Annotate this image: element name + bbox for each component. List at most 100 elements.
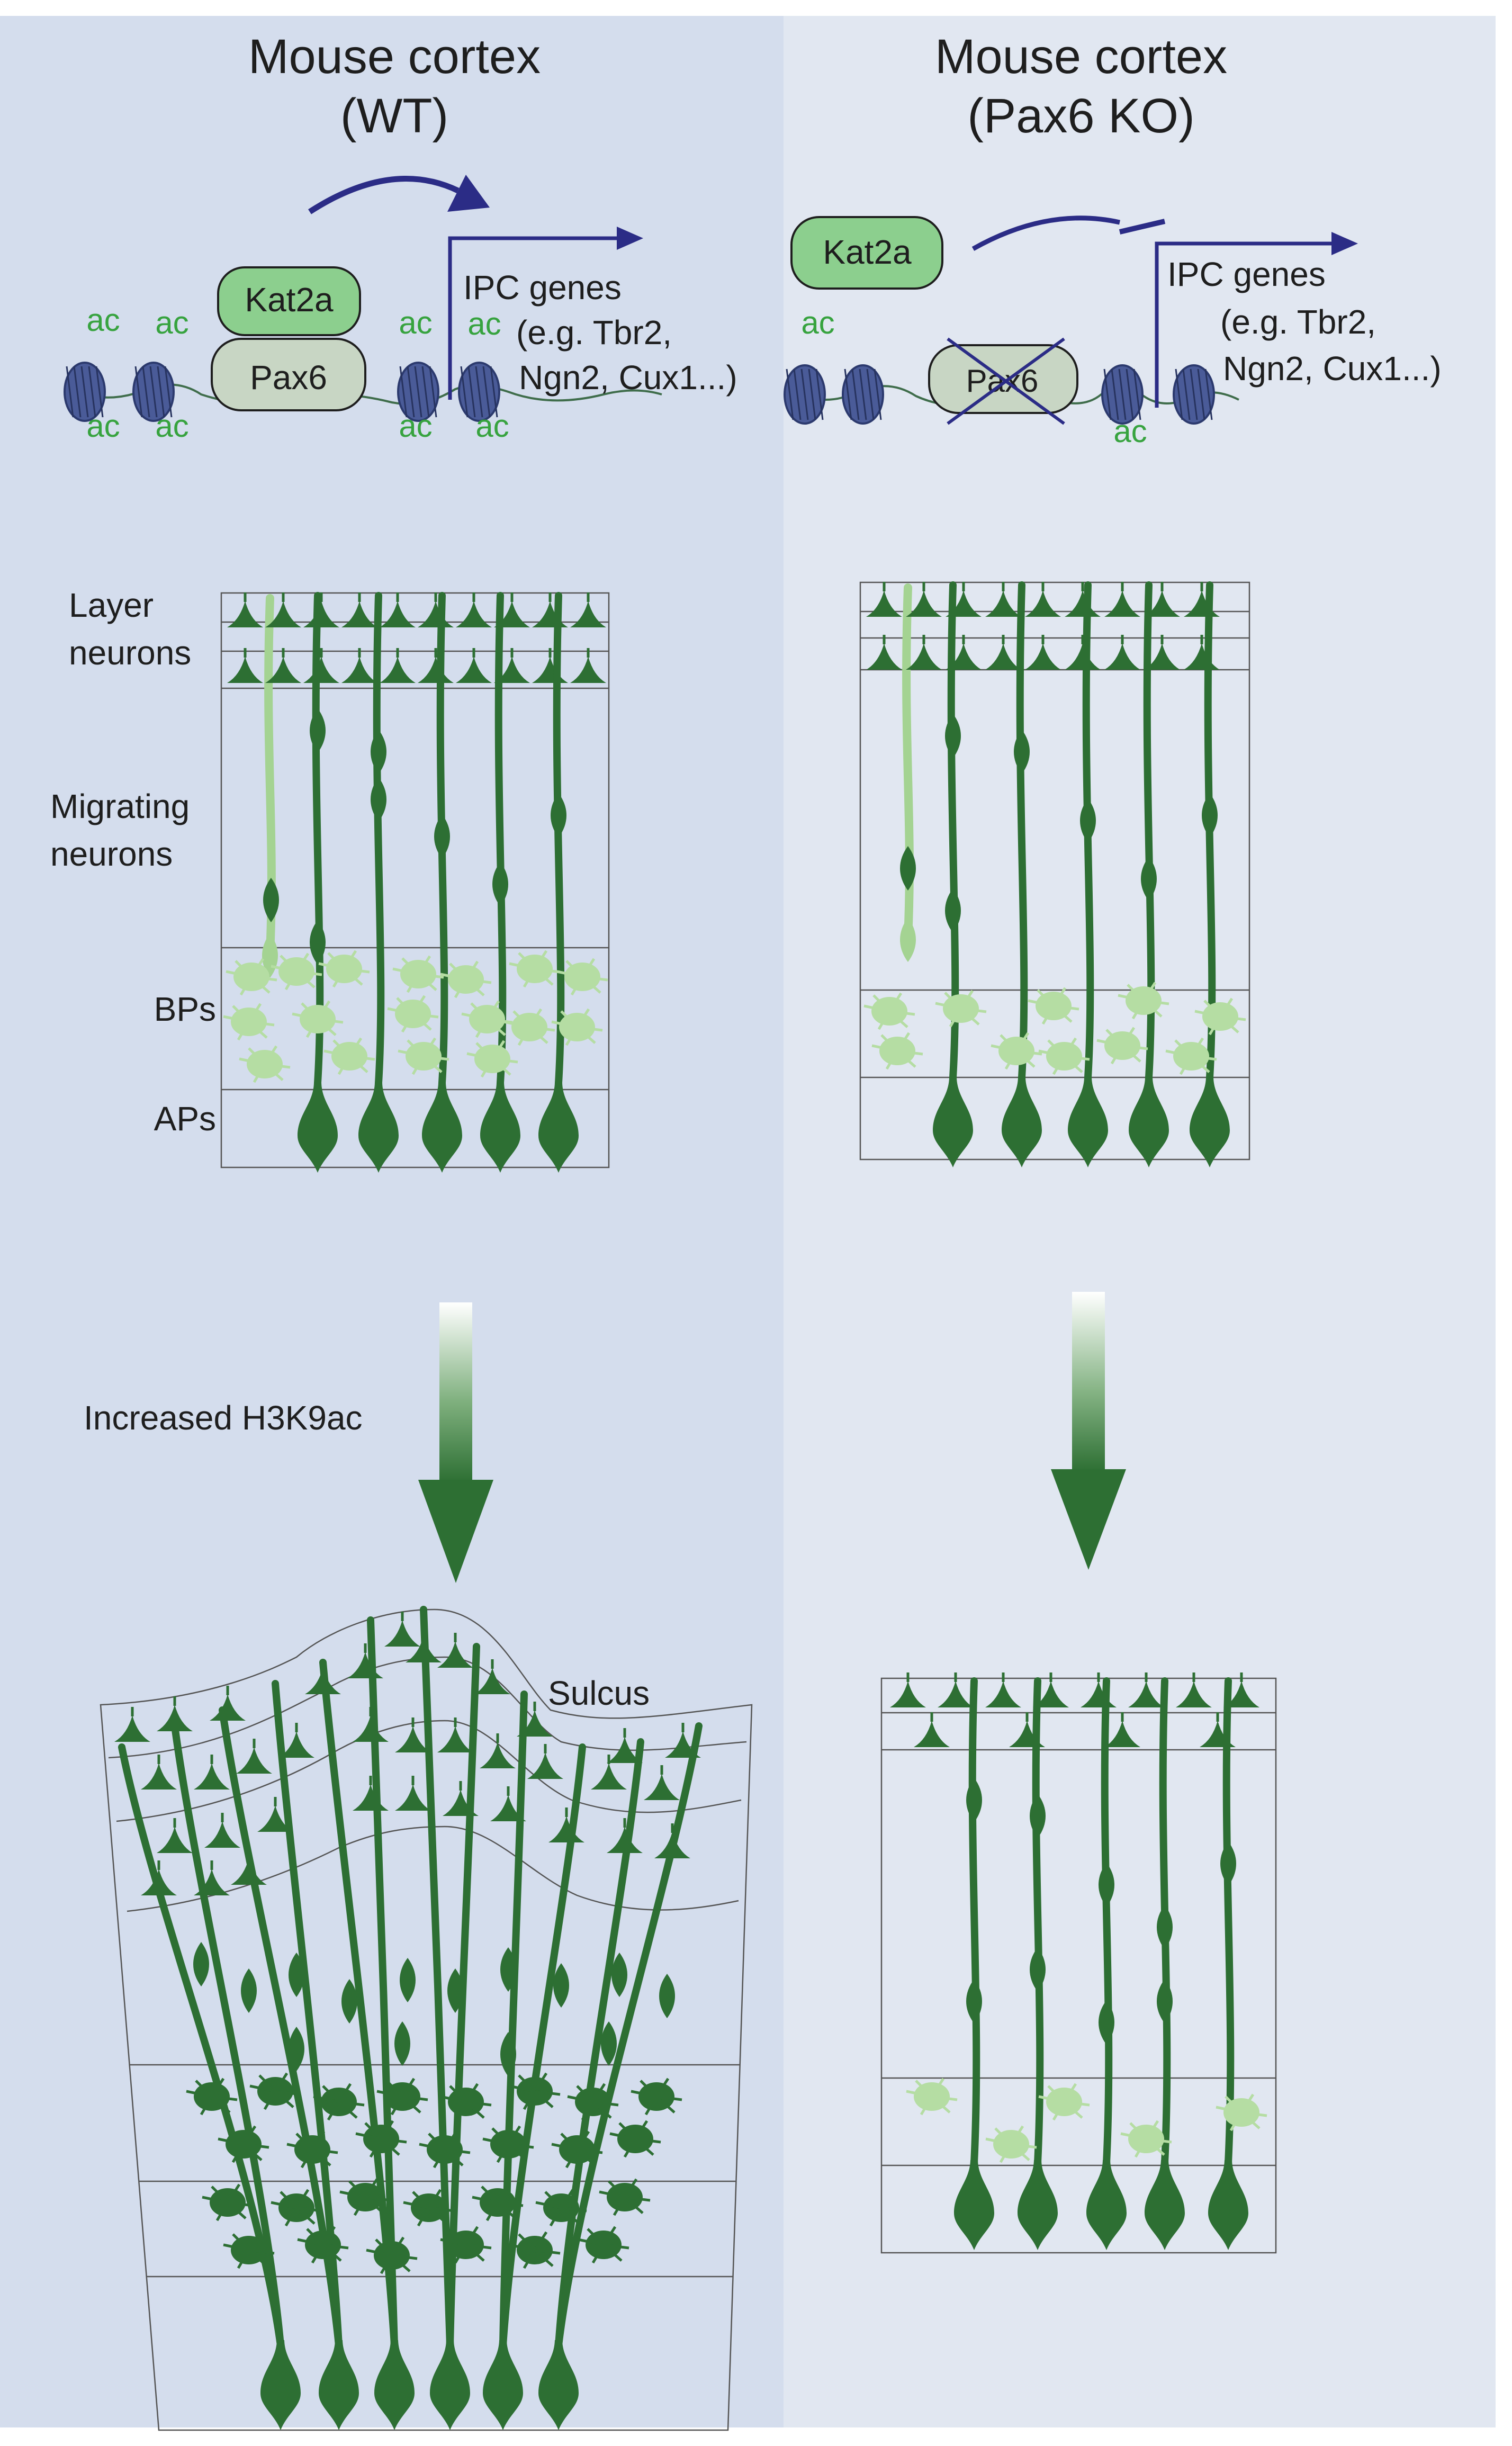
basal-progenitor (472, 2183, 524, 2222)
radial-fiber (420, 1606, 454, 2349)
basal-progenitor-process (1216, 2106, 1242, 2114)
migrating-neuron (193, 1942, 209, 1986)
basal-progenitor-process (613, 2196, 626, 2216)
basal-progenitor-process (396, 997, 414, 1015)
layer-neuron (204, 1813, 240, 1848)
basal-progenitor-process (403, 2201, 429, 2209)
basal-progenitor-process (264, 1063, 284, 1081)
migrating-neuron (341, 1979, 357, 2024)
ko-title-line1: Mouse cortex (935, 30, 1227, 84)
basal-progenitor-process (227, 2127, 245, 2145)
basal-progenitor-process (1134, 2138, 1148, 2158)
layer-neuron (406, 1627, 442, 1662)
wt-nucleosome-wrap (164, 366, 173, 418)
basal-progenitor-process (560, 2207, 580, 2225)
basal-progenitor-process (428, 2133, 446, 2151)
basal-progenitor-process (392, 967, 419, 976)
basal-progenitor-process (577, 2148, 603, 2154)
migrating-neuron (1014, 730, 1030, 774)
basal-progenitor (249, 2072, 301, 2110)
basal-progenitor-process (449, 2085, 467, 2103)
layer-neuron-soma (591, 1763, 627, 1789)
wt-nucleosome-wrap (80, 366, 89, 418)
basal-progenitor-process (440, 973, 466, 981)
basal-progenitor-process (465, 2100, 492, 2107)
basal-progenitor-process (210, 2078, 225, 2098)
basal-progenitor-process (317, 1018, 344, 1024)
apical-progenitor (319, 2340, 359, 2430)
apical-progenitor (1002, 1077, 1042, 1167)
column-frame (880, 1677, 1277, 2254)
layer-neuron-soma (938, 1681, 974, 1707)
basal-progenitor-process (263, 1045, 278, 1065)
basal-progenitor-process (295, 2207, 316, 2225)
ko-nucleosome-wrap (874, 368, 882, 420)
layer-neuron-soma (437, 1726, 473, 1752)
ko-kat2a-box (790, 216, 943, 290)
radial-fiber (1101, 1677, 1113, 2166)
basal-progenitor-process (375, 2238, 393, 2256)
radial-fiber (553, 592, 565, 1086)
basal-progenitor-process (931, 2095, 958, 2101)
apical-progenitor (1086, 2160, 1127, 2250)
layer-neuron-soma (1223, 1681, 1259, 1707)
basal-progenitor-process (465, 2244, 485, 2262)
migrating-neuron (945, 888, 961, 933)
basal-progenitor-process (1208, 1015, 1222, 1036)
basal-progenitor-process (280, 2191, 298, 2209)
layer-neuron (607, 1818, 643, 1853)
ko-nucleosome-wrap (1182, 368, 1191, 420)
basal-progenitor-process (401, 2096, 421, 2114)
basal-progenitor-process (896, 1050, 916, 1068)
layer-neuron-soma (1104, 643, 1140, 670)
layer-neuron (303, 592, 339, 627)
basal-progenitor-process (337, 1055, 351, 1075)
basal-progenitor-process (523, 968, 536, 988)
layer-neuron (494, 648, 530, 683)
ko-nucleosome-wrap (1204, 368, 1213, 420)
basal-progenitor-process (592, 2100, 619, 2107)
wt-nucleosome-wrap (482, 366, 491, 418)
basal-progenitor-process (223, 1015, 249, 1023)
layer-neuron (1223, 1672, 1259, 1707)
basal-progenitor-process (465, 978, 492, 984)
basal-progenitor-process (592, 2101, 612, 2119)
basal-progenitor-process (465, 2243, 492, 2250)
wt-pax6-box (211, 338, 366, 411)
basal-progenitor-process (1063, 1037, 1077, 1057)
basal-progenitor-process (985, 2137, 1012, 2146)
wt-nucleosome-wrap (95, 366, 104, 418)
layer-neuron-soma (1128, 1681, 1164, 1707)
wt-nucleosome-wrap (421, 366, 430, 418)
layer-neuron-soma (141, 1869, 177, 1895)
basal-progenitor-process (560, 1010, 578, 1028)
basal-progenitor-process (200, 2096, 213, 2116)
basal-progenitor-process (618, 2122, 636, 2140)
wt-label-layer-neurons-1: Layer (69, 586, 154, 624)
basal-progenitor-process (576, 2085, 594, 2103)
basal-progenitor-process (1145, 2138, 1165, 2156)
basal-progenitor-process (624, 2196, 644, 2214)
ko-cortex-column-late (880, 1672, 1277, 2254)
wt-nucleosome-wrap (142, 366, 150, 418)
radial-fiber (499, 1743, 586, 2349)
basal-progenitor-process (1203, 1000, 1221, 1018)
migrating-neuron (371, 777, 386, 822)
basal-progenitor-process (1053, 1004, 1079, 1011)
basal-progenitor-process (381, 2137, 407, 2144)
basal-progenitor (1096, 1027, 1148, 1065)
basal-progenitor-process (644, 2096, 658, 2116)
basal-progenitor-process (227, 2201, 254, 2207)
basal-progenitor-process (391, 2254, 411, 2272)
layer-neuron-soma (480, 1742, 516, 1768)
layer-neuron (644, 1765, 680, 1800)
basal-progenitor-process (570, 976, 584, 996)
basal-progenitor-process (427, 2189, 442, 2209)
layer-neuron (527, 1744, 563, 1779)
basal-progenitor-process (509, 2243, 535, 2252)
basal-progenitor-process (364, 2122, 382, 2140)
ko-nucleosome (1101, 364, 1144, 425)
basal-progenitor-process (391, 2254, 418, 2260)
basal-progenitor-process (1225, 2096, 1243, 2114)
basal-progenitor-process (227, 2201, 247, 2219)
